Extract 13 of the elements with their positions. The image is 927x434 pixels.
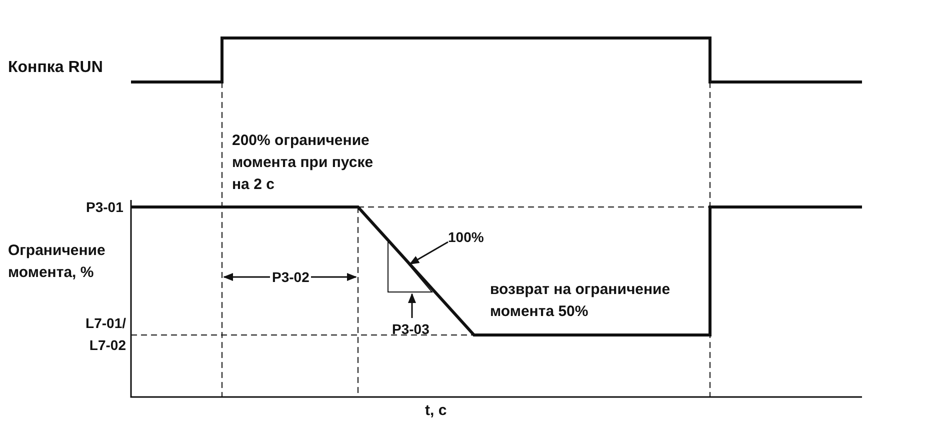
annotation-text: 200% ограничение момента при пуске на 2 с bbox=[232, 131, 374, 195]
axis-tick-label: L7-01/ L7-02 bbox=[84, 314, 126, 355]
leader-line bbox=[408, 293, 416, 318]
slope-triangle bbox=[388, 238, 434, 292]
annotation-text: возврат на ограничение момента 50% bbox=[490, 280, 672, 322]
annotation-label: 100% bbox=[448, 226, 484, 248]
annotation-label: P3-03 bbox=[392, 318, 430, 340]
axis-label: t, с bbox=[425, 401, 447, 421]
torque-limit-waveform bbox=[131, 206, 862, 336]
axis-label: Ограничение момента, % bbox=[8, 241, 106, 283]
signal-label: Конпка RUN bbox=[8, 58, 103, 78]
axis-tick-label: P3-01 bbox=[86, 198, 124, 217]
leader-line bbox=[409, 241, 448, 265]
